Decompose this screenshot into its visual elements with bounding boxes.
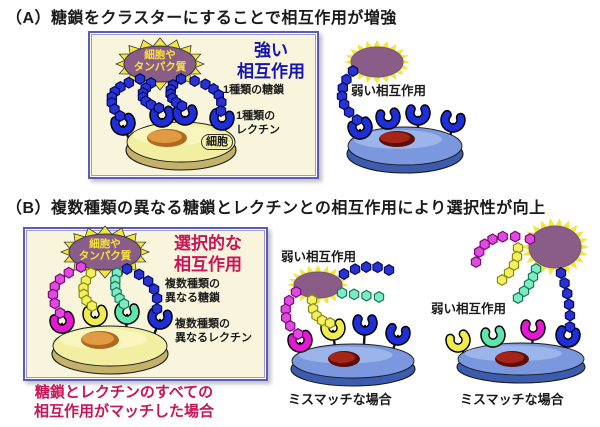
lectin-icon [445,329,471,353]
sugar-chain [555,267,576,333]
section-a-panel: 細胞や タンパク質 強い 相互作用 1種類の糖鎖 1種類の レクチン 細胞 [88,31,319,179]
section-b-mismatch-diagram-2 [445,218,589,384]
lectin-icon [555,325,581,348]
lectin-icon [82,304,108,327]
multi-kind-sugar-label: 複数種類の 異なる糖鎖 [165,278,220,304]
lectin-icon [520,319,546,341]
section-b-mismatch-diagram-1 [280,261,416,387]
sugar-chain [47,261,87,319]
lectin-icon [405,104,431,126]
sugar-chain [110,267,130,310]
lectin-icon [114,303,140,325]
strong-interaction-label: 強い 相互作用 [237,41,305,81]
selective-interaction-label: 選択的な 相互作用 [174,234,242,274]
lectin-icon [209,108,235,131]
weak-interaction-label-b1: 弱い相互作用 [281,250,357,264]
cell-blue [290,343,416,387]
lectin-icon [480,325,506,348]
lectin-icon [347,116,373,140]
lectin-icon [375,107,401,130]
sugar-chain [78,267,98,312]
starburst-label: 細胞や タンパク質 [133,49,187,73]
one-kind-lectin-label: 1種類の レクチン [236,110,280,136]
cell-blue [456,342,586,384]
sugar-chain [137,77,165,114]
target-starburst [521,218,589,276]
cell-blue [346,126,464,174]
cell-label: 細胞 [201,134,233,150]
weak-interaction-label-a: 弱い相互作用 [351,84,427,98]
sugar-chain [280,286,304,340]
lectin-icon [172,104,198,126]
lectin-icon [385,322,411,346]
section-b-title: （B）複数種類の異なる糖鎖とレクチンとの相互作用により選択性が向上 [6,200,546,217]
target-starburst [287,265,349,305]
multi-kind-lectin-label: 複数種類の 異なるレクチン [175,318,252,344]
sugar-chain [336,65,363,126]
lectin-icon [287,329,313,353]
section-a-cluster-diagram [106,37,237,171]
one-kind-sugar-label: 1種類の糖鎖 [223,84,285,96]
lectin-icon [49,310,75,334]
sugar-chain [512,263,542,304]
lectin-icon [147,307,173,330]
starburst-label: 細胞や タンパク質 [78,238,132,262]
sugar-chain [165,79,188,112]
section-a-title: （A）糖鎖をクラスターにすることで相互作用が増強 [6,10,397,27]
section-b-selective-diagram [47,225,173,375]
sugar-chain [306,294,336,329]
sugar-chain [496,242,524,286]
section-b-panel: 細胞や タンパク質 選択的な 相互作用 複数種類の 異なる糖鎖 複数種類の 異な… [23,225,268,381]
sugar-chain [121,263,163,315]
section-a-weak-diagram [336,40,466,174]
cell-yellow [51,325,169,375]
lectin-icon [149,105,175,128]
weak-interaction-label-b2: 弱い相互作用 [431,302,507,316]
cell-yellow [125,121,237,171]
sugar-chain [470,230,536,268]
mismatch-case-label-1: ミスマッチな場合 [288,392,392,407]
sugar-chain [336,287,385,303]
lectin-icon [320,318,346,341]
matched-case-caption: 糖鎖とレクチンのすべての 相互作用がマッチした場合 [33,384,214,420]
sugar-chain [338,261,395,280]
sugar-chain [106,73,146,122]
mismatch-case-label-2: ミスマッチな場合 [460,392,564,407]
lectin-icon [110,112,136,136]
target-starburst [344,40,410,84]
lectin-icon [352,314,378,336]
sugar-chain [175,73,227,117]
lectin-icon [440,109,466,133]
